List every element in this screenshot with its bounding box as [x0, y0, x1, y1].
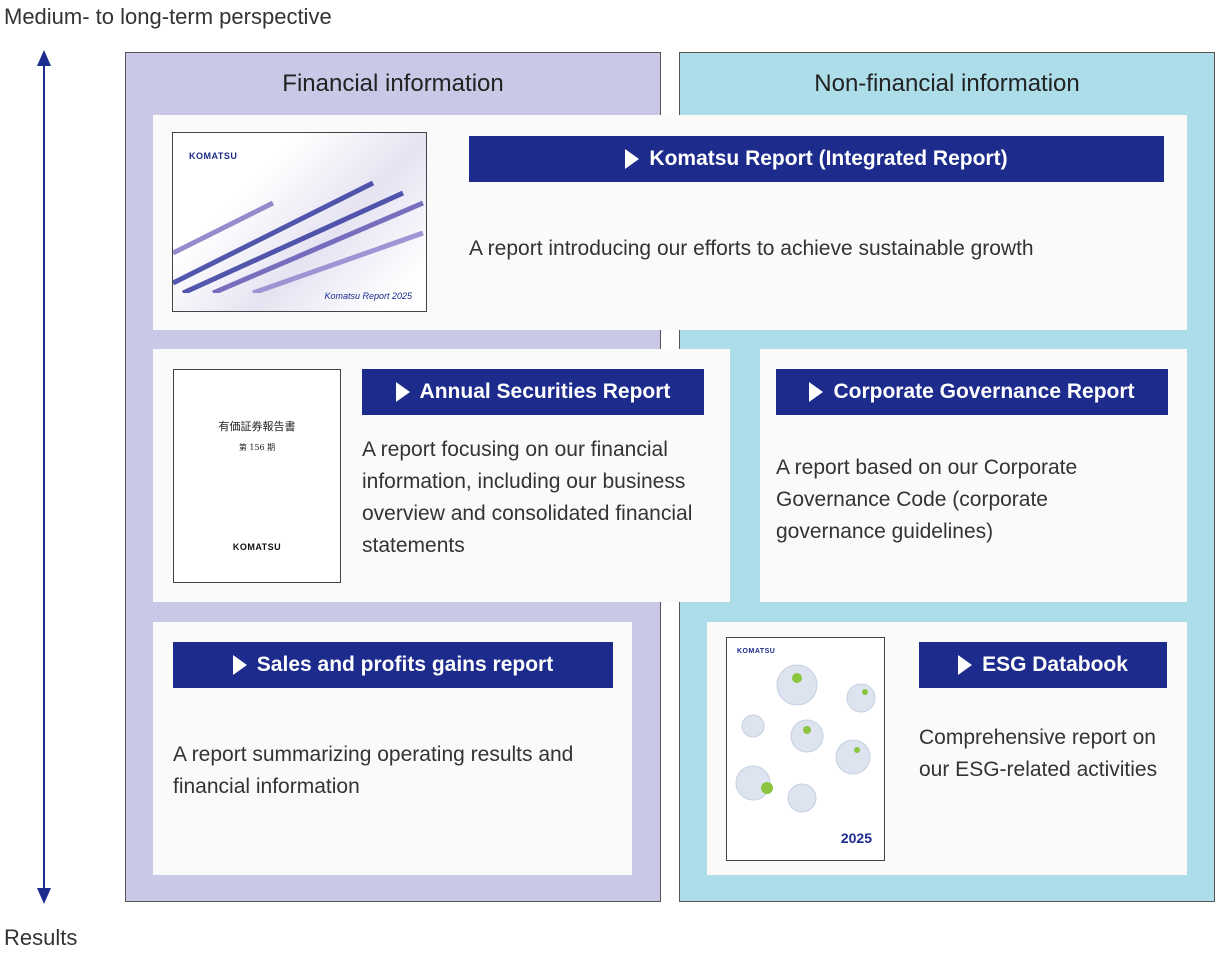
sales-profits-button[interactable]: Sales and profits gains report [173, 642, 613, 688]
komatsu-logo: KOMATSU [189, 151, 238, 161]
report-description: A report based on our Corporate Governan… [776, 456, 1078, 543]
axis-top-label: Medium- to long-term perspective [4, 4, 332, 29]
button-label: Corporate Governance Report [833, 380, 1135, 403]
integrated-report-button[interactable]: Komatsu Report (Integrated Report) [469, 136, 1164, 182]
play-triangle-icon [809, 382, 824, 402]
non-financial-title: Non-financial information [814, 70, 1080, 97]
button-label: ESG Databook [982, 653, 1128, 676]
cover-title: 有価証券報告書 [218, 420, 296, 433]
report-description: A report introducing our efforts to achi… [469, 237, 1034, 260]
button-label: Annual Securities Report [419, 380, 671, 403]
corporate-governance-card: Corporate Governance Report A report bas… [760, 349, 1187, 602]
button-label: Komatsu Report (Integrated Report) [649, 147, 1008, 170]
integrated-report-card: KOMATSU Komatsu Report 2025 Komatsu Repo… [153, 115, 1187, 330]
financial-title: Financial information [282, 70, 504, 97]
report-description: Comprehensive report on our ESG-related … [919, 726, 1158, 781]
esg-databook-card: KOMATSU 2025 ESG Databook Comprehensive … [707, 622, 1187, 875]
integrated-report-cover[interactable]: KOMATSU Komatsu Report 2025 [172, 132, 427, 312]
corporate-governance-button[interactable]: Corporate Governance Report [776, 369, 1168, 415]
esg-icons [735, 664, 876, 813]
esg-databook-button[interactable]: ESG Databook [919, 642, 1167, 688]
annual-securities-button[interactable]: Annual Securities Report [362, 369, 704, 415]
cover-stripes [173, 180, 424, 293]
komatsu-logo: KOMATSU [737, 648, 776, 655]
play-triangle-icon [395, 382, 410, 402]
sales-profits-card: Sales and profits gains report A report … [153, 622, 632, 875]
cover-caption: Komatsu Report 2025 [324, 291, 412, 301]
report-description: A report focusing on our financial infor… [362, 438, 693, 557]
report-description: A report summarizing operating results a… [173, 743, 574, 798]
arrow-up-icon [37, 50, 51, 66]
play-triangle-icon [958, 655, 973, 675]
play-triangle-icon [232, 655, 247, 675]
annual-securities-cover[interactable]: 有価証券報告書 第 156 期 KOMATSU [173, 369, 341, 583]
axis-line [43, 62, 45, 892]
arrow-down-icon [37, 888, 51, 904]
cover-year: 2025 [840, 830, 872, 846]
komatsu-logo: KOMATSU [232, 542, 282, 552]
annual-securities-card: 有価証券報告書 第 156 期 KOMATSU Annual Securitie… [153, 349, 730, 602]
button-label: Sales and profits gains report [256, 653, 554, 676]
esg-databook-cover[interactable]: KOMATSU 2025 [726, 637, 885, 861]
cover-subtitle: 第 156 期 [238, 443, 276, 452]
axis-bottom-label: Results [4, 925, 78, 950]
play-triangle-icon [625, 149, 640, 169]
